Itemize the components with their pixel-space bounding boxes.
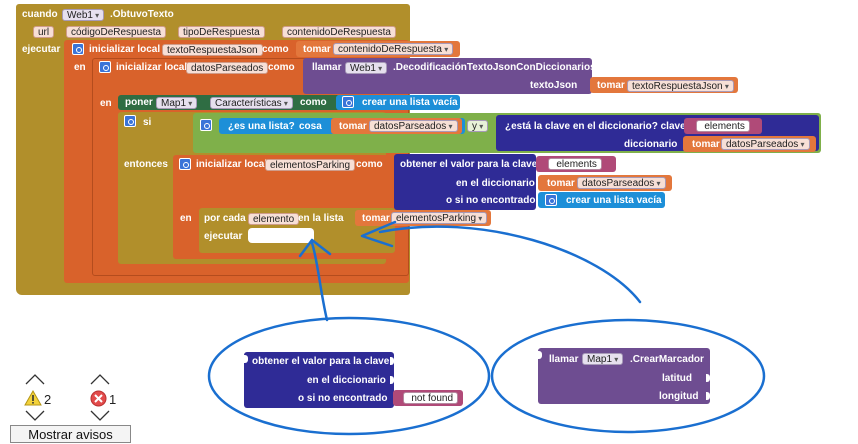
init-local-1-como: como: [262, 44, 289, 55]
loose-get-value-key-socket[interactable]: [390, 357, 394, 365]
foreach-label: por cada: [204, 213, 246, 224]
set-property-dropdown[interactable]: Características: [210, 97, 293, 109]
set-poner: poner: [125, 97, 153, 108]
get-datos-1-var[interactable]: datosParseados: [369, 120, 458, 132]
foreach-empty-slot[interactable]: [248, 228, 314, 243]
foreach-in-list: en la lista: [298, 213, 344, 224]
gear-icon[interactable]: [342, 96, 354, 108]
decode-llamar: llamar: [312, 62, 342, 73]
get-elementos-var[interactable]: elementosParking: [391, 212, 488, 224]
gear-icon[interactable]: [124, 115, 136, 127]
get-textojson-tomar: tomar: [597, 80, 625, 91]
init-local-2-en: en: [100, 98, 112, 109]
loose-get-value-dict-socket[interactable]: [390, 376, 394, 384]
if-entonces-label: entonces: [124, 159, 168, 170]
gear-icon[interactable]: [72, 43, 84, 55]
get-datos-2-var[interactable]: datosParseados: [721, 138, 810, 150]
decode-arg-label: textoJson: [530, 80, 578, 91]
key-elements-1-text[interactable]: elements: [696, 120, 750, 132]
loose-marker-method: .CrearMarcador: [630, 354, 704, 365]
init-local-2-como: como: [268, 62, 295, 73]
foreach-ejecutar: ejecutar: [204, 231, 243, 242]
warning-count: 2: [44, 392, 52, 407]
is-key-label: ¿está la clave en el diccionario? clave: [505, 121, 686, 132]
loose-marker-latitud: latitud: [662, 373, 692, 384]
get-value-not-found: o si no encontrado: [446, 195, 536, 206]
event-cuando-label: cuando: [22, 9, 58, 20]
init-local-3-label: inicializar local: [196, 159, 268, 170]
init-local-3-como: como: [356, 159, 383, 170]
get-datos-2-tomar: tomar: [692, 139, 720, 150]
gear-icon[interactable]: [99, 61, 111, 73]
loose-get-value-connector: [244, 355, 248, 363]
init-local-2-label: inicializar local: [116, 62, 188, 73]
error-icon: [90, 390, 107, 407]
get-value-in-dict: en el diccionario: [456, 178, 535, 189]
is-list-cosa: cosa: [299, 121, 322, 132]
param-codigo[interactable]: códigoDeRespuesta: [66, 26, 167, 38]
warnings-next-arrow-icon[interactable]: [25, 410, 45, 421]
loose-marker-longitud: longitud: [659, 391, 699, 402]
loose-marker-connector: [538, 351, 542, 359]
event-component-dropdown[interactable]: Web1: [62, 9, 105, 21]
loose-get-value-not-found: o si no encontrado: [298, 393, 388, 404]
set-como: como: [300, 97, 327, 108]
init-local-3-name[interactable]: elementosParking: [265, 159, 356, 171]
empty-list-block-1[interactable]: [336, 95, 460, 110]
warning-icon: [24, 390, 42, 406]
loose-marker-component-dropdown[interactable]: Map1: [582, 353, 624, 365]
loose-marker-llamar: llamar: [549, 354, 579, 365]
empty-list-2-label: crear una lista vacía: [566, 195, 662, 206]
loose-get-value-in-dict: en el diccionario: [307, 375, 386, 386]
init-local-2-name[interactable]: datosParseados: [186, 62, 269, 74]
set-component-dropdown[interactable]: Map1: [156, 97, 198, 109]
get-contenido-tomar: tomar: [303, 44, 331, 55]
event-name-label: .ObtuvoTexto: [110, 9, 174, 20]
get-elementos-tomar: tomar: [362, 213, 390, 224]
empty-list-block-2[interactable]: [538, 192, 665, 208]
is-key-diccionario: diccionario: [624, 139, 678, 150]
not-found-text[interactable]: not found: [403, 392, 459, 404]
param-url[interactable]: url: [33, 26, 55, 38]
get-contenido-var[interactable]: contenidoDeRespuesta: [333, 43, 454, 55]
get-textojson-var[interactable]: textoRespuestaJson: [627, 80, 734, 92]
decode-component-dropdown[interactable]: Web1: [345, 62, 388, 74]
param-contenido[interactable]: contenidoDeRespuesta: [282, 26, 396, 38]
get-datos-3-var[interactable]: datosParseados: [577, 177, 666, 189]
foreach-item[interactable]: elemento: [248, 213, 300, 225]
gear-icon[interactable]: [545, 194, 557, 206]
get-datos-1-tomar: tomar: [339, 121, 367, 132]
get-value-block[interactable]: [394, 154, 536, 210]
init-local-1-name[interactable]: textoRespuestaJson: [162, 44, 263, 56]
gear-icon[interactable]: [179, 158, 191, 170]
loose-get-value-label: obtener el valor para la clave: [252, 356, 390, 367]
and-operator-dropdown[interactable]: y: [467, 120, 489, 132]
is-list-label: ¿es una lista?: [228, 121, 295, 132]
if-si-label: si: [143, 117, 152, 128]
init-local-1-label: inicializar local: [89, 44, 161, 55]
gear-icon[interactable]: [200, 119, 212, 131]
show-warnings-button[interactable]: Mostrar avisos: [10, 425, 131, 443]
errors-next-arrow-icon[interactable]: [90, 410, 110, 421]
param-tipo[interactable]: tipoDeRespuesta: [178, 26, 265, 38]
init-local-3-en: en: [180, 213, 192, 224]
get-datos-3-tomar: tomar: [547, 178, 575, 189]
empty-list-1-label: crear una lista vacía: [362, 97, 458, 108]
warnings-prev-arrow-icon[interactable]: [25, 374, 45, 385]
key-elements-2-text[interactable]: elements: [548, 158, 602, 170]
event-ejecutar-label: ejecutar: [22, 44, 61, 55]
loose-marker-latitud-socket[interactable]: [706, 374, 710, 382]
decode-method-label: .DecodificaciónTextoJsonConDiccionarios: [393, 62, 596, 73]
errors-prev-arrow-icon[interactable]: [90, 374, 110, 385]
init-local-1-en: en: [74, 62, 86, 73]
error-count: 1: [109, 392, 117, 407]
loose-marker-longitud-socket[interactable]: [706, 392, 710, 400]
get-value-label: obtener el valor para la clave: [400, 159, 538, 170]
